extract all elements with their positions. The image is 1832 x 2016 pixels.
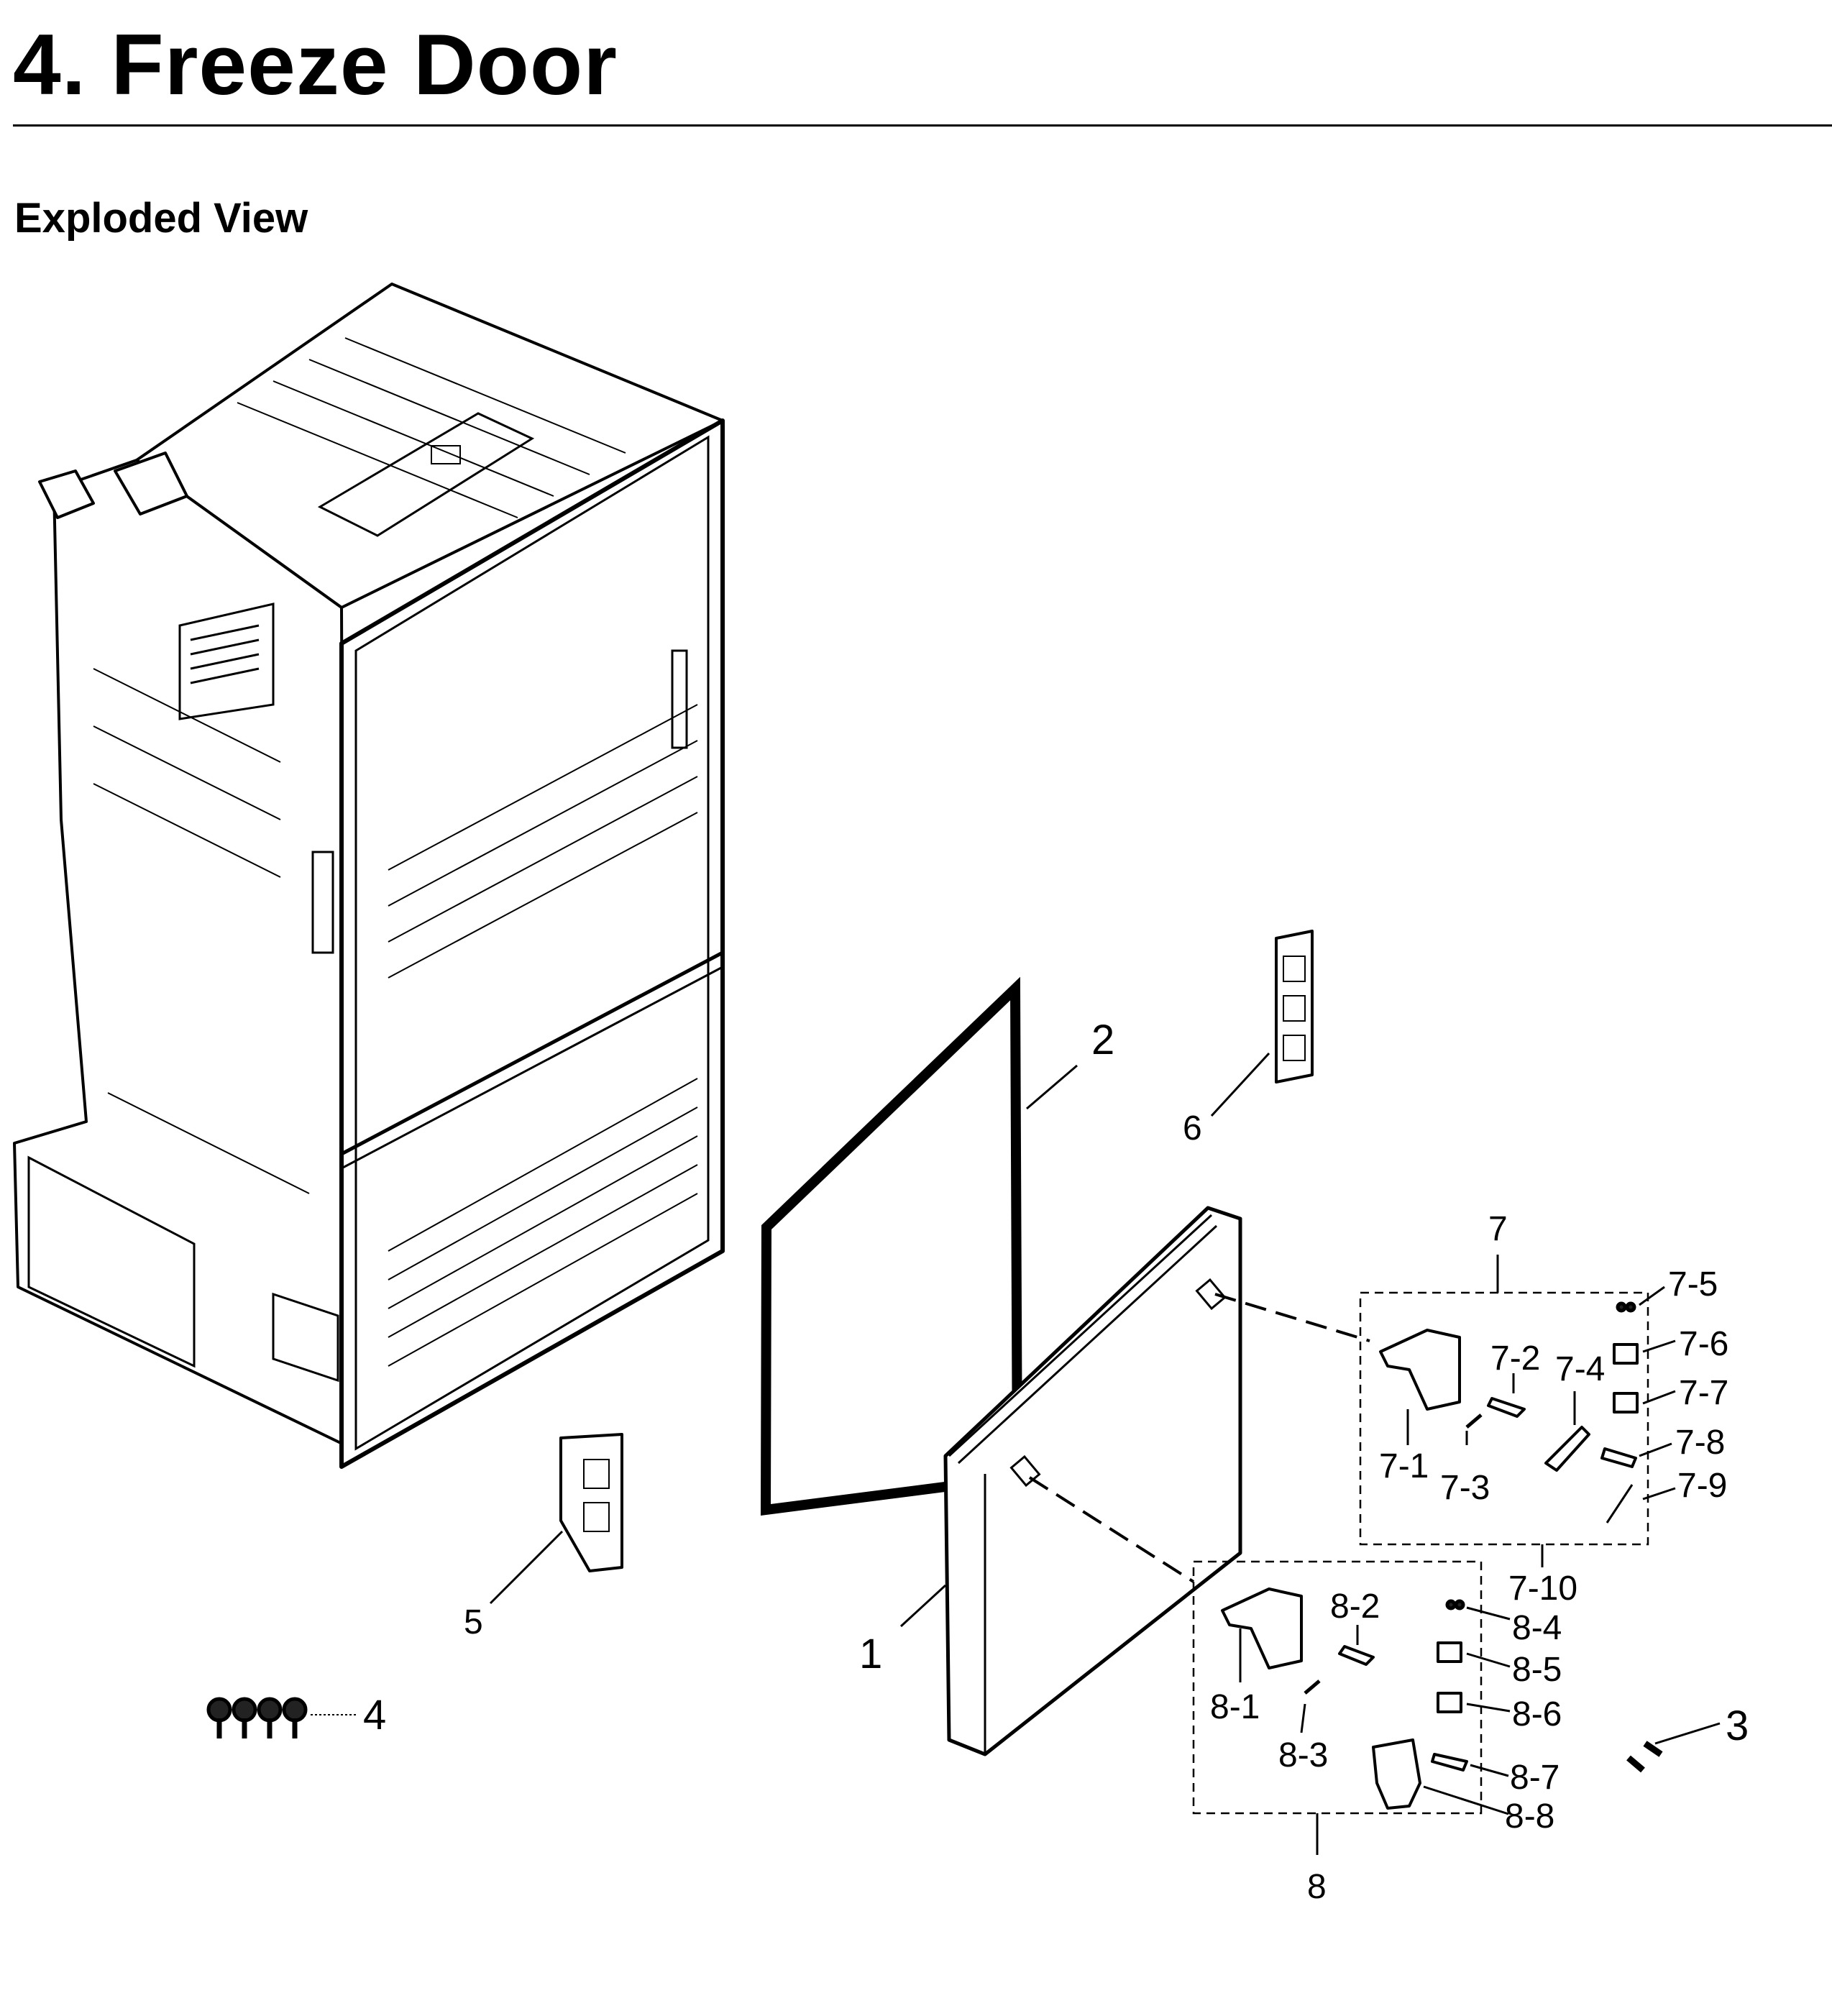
- leader-lines: [311, 1052, 1721, 1855]
- callout-7-9: 7-9: [1677, 1467, 1727, 1505]
- callout-8-1: 8-1: [1210, 1688, 1260, 1726]
- callout-8-4: 8-4: [1512, 1609, 1562, 1647]
- callout-7-2: 7-2: [1490, 1339, 1540, 1378]
- bracket-6: [1275, 930, 1314, 1083]
- bracket-5: [559, 1433, 623, 1572]
- callout-8-7: 8-7: [1510, 1759, 1560, 1797]
- callout-7-4: 7-4: [1555, 1350, 1605, 1388]
- callout-8-5: 8-5: [1512, 1651, 1562, 1689]
- callout-labels: 1 2 3 4 5 6 7 7-1 7-2 7-3 7-4 7-5 7-6 7-…: [363, 1017, 1749, 1906]
- callout-7: 7: [1488, 1210, 1508, 1248]
- title-rule: [13, 124, 1832, 127]
- cabinet-interior-ribs: [93, 337, 698, 1367]
- lower-hinge-assembly-8: [1192, 1560, 1483, 1815]
- callout-3: 3: [1726, 1703, 1749, 1749]
- callout-7-6: 7-6: [1679, 1325, 1728, 1363]
- callout-7-5: 7-5: [1668, 1265, 1718, 1303]
- callout-7-10: 7-10: [1508, 1570, 1577, 1608]
- freezer-door-1: [943, 1206, 1242, 1756]
- section-heading: Exploded View: [14, 195, 308, 242]
- screws-3: [1626, 1741, 1663, 1773]
- callout-2: 2: [1091, 1017, 1114, 1063]
- callout-7-1: 7-1: [1379, 1447, 1429, 1485]
- callout-5: 5: [464, 1603, 483, 1641]
- hinge-assembly-line-lower: [1028, 1476, 1195, 1583]
- callout-7-3: 7-3: [1440, 1469, 1490, 1507]
- callout-8-8: 8-8: [1505, 1797, 1554, 1836]
- callout-8-3: 8-3: [1278, 1736, 1328, 1774]
- callout-8: 8: [1307, 1868, 1327, 1906]
- hinge-assembly-line-upper: [1214, 1293, 1370, 1342]
- callout-1: 1: [859, 1631, 882, 1677]
- callout-7-7: 7-7: [1679, 1374, 1728, 1412]
- callout-4: 4: [363, 1692, 386, 1738]
- refrigerator-cabinet: [13, 283, 725, 1469]
- page-title: 4. Freeze Door: [13, 17, 618, 113]
- upper-hinge-assembly-7: [1359, 1291, 1649, 1546]
- callout-7-8: 7-8: [1675, 1424, 1725, 1462]
- screws-4: [206, 1697, 308, 1738]
- callout-8-2: 8-2: [1330, 1587, 1380, 1626]
- callout-8-6: 8-6: [1512, 1695, 1562, 1733]
- callout-6: 6: [1183, 1109, 1202, 1147]
